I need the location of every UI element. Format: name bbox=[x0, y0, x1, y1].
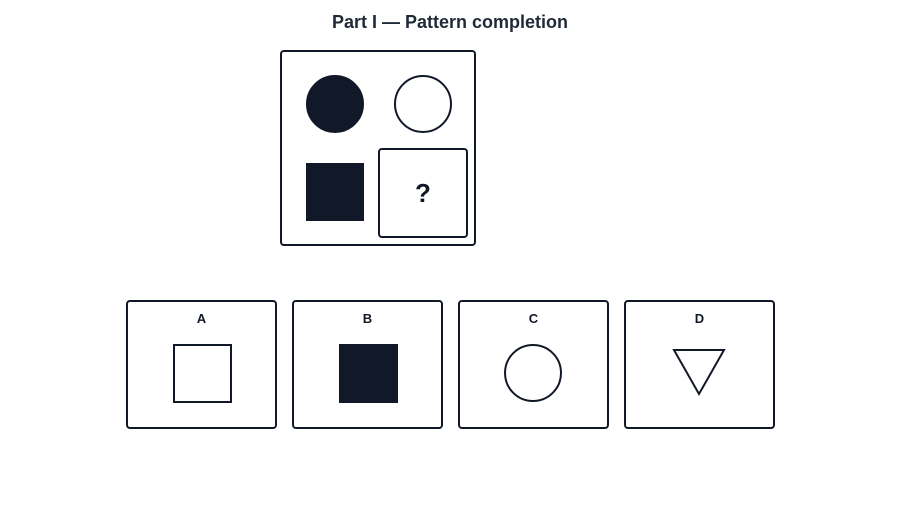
option-c-shape bbox=[504, 344, 562, 402]
option-d-label: D bbox=[694, 311, 705, 326]
option-d[interactable]: D bbox=[624, 300, 775, 429]
missing-cell: ? bbox=[378, 148, 468, 238]
matrix-cell-2-outline-circle bbox=[394, 75, 452, 133]
option-a-shape bbox=[173, 344, 232, 403]
option-d-shape bbox=[672, 349, 726, 397]
option-c[interactable]: C bbox=[458, 300, 609, 429]
page-title: Part I — Pattern completion bbox=[331, 12, 569, 32]
option-a[interactable]: A bbox=[126, 300, 277, 429]
option-a-label: A bbox=[196, 311, 207, 326]
option-b[interactable]: B bbox=[292, 300, 443, 429]
outline-down-triangle-shape bbox=[672, 349, 726, 397]
option-b-label: B bbox=[362, 311, 373, 326]
filled-square-shape bbox=[339, 344, 398, 403]
option-c-label: C bbox=[528, 311, 539, 326]
option-b-shape bbox=[339, 344, 398, 403]
matrix-cell-1-filled-circle bbox=[306, 75, 364, 133]
matrix-cell-3-filled-square bbox=[306, 163, 364, 221]
pattern-matrix: ? bbox=[280, 50, 476, 246]
matrix-shapes bbox=[306, 75, 452, 221]
outline-square-shape bbox=[173, 344, 232, 403]
question-mark: ? bbox=[415, 177, 431, 208]
outline-circle-shape bbox=[504, 344, 562, 402]
answer-options: A B C D bbox=[126, 300, 776, 430]
